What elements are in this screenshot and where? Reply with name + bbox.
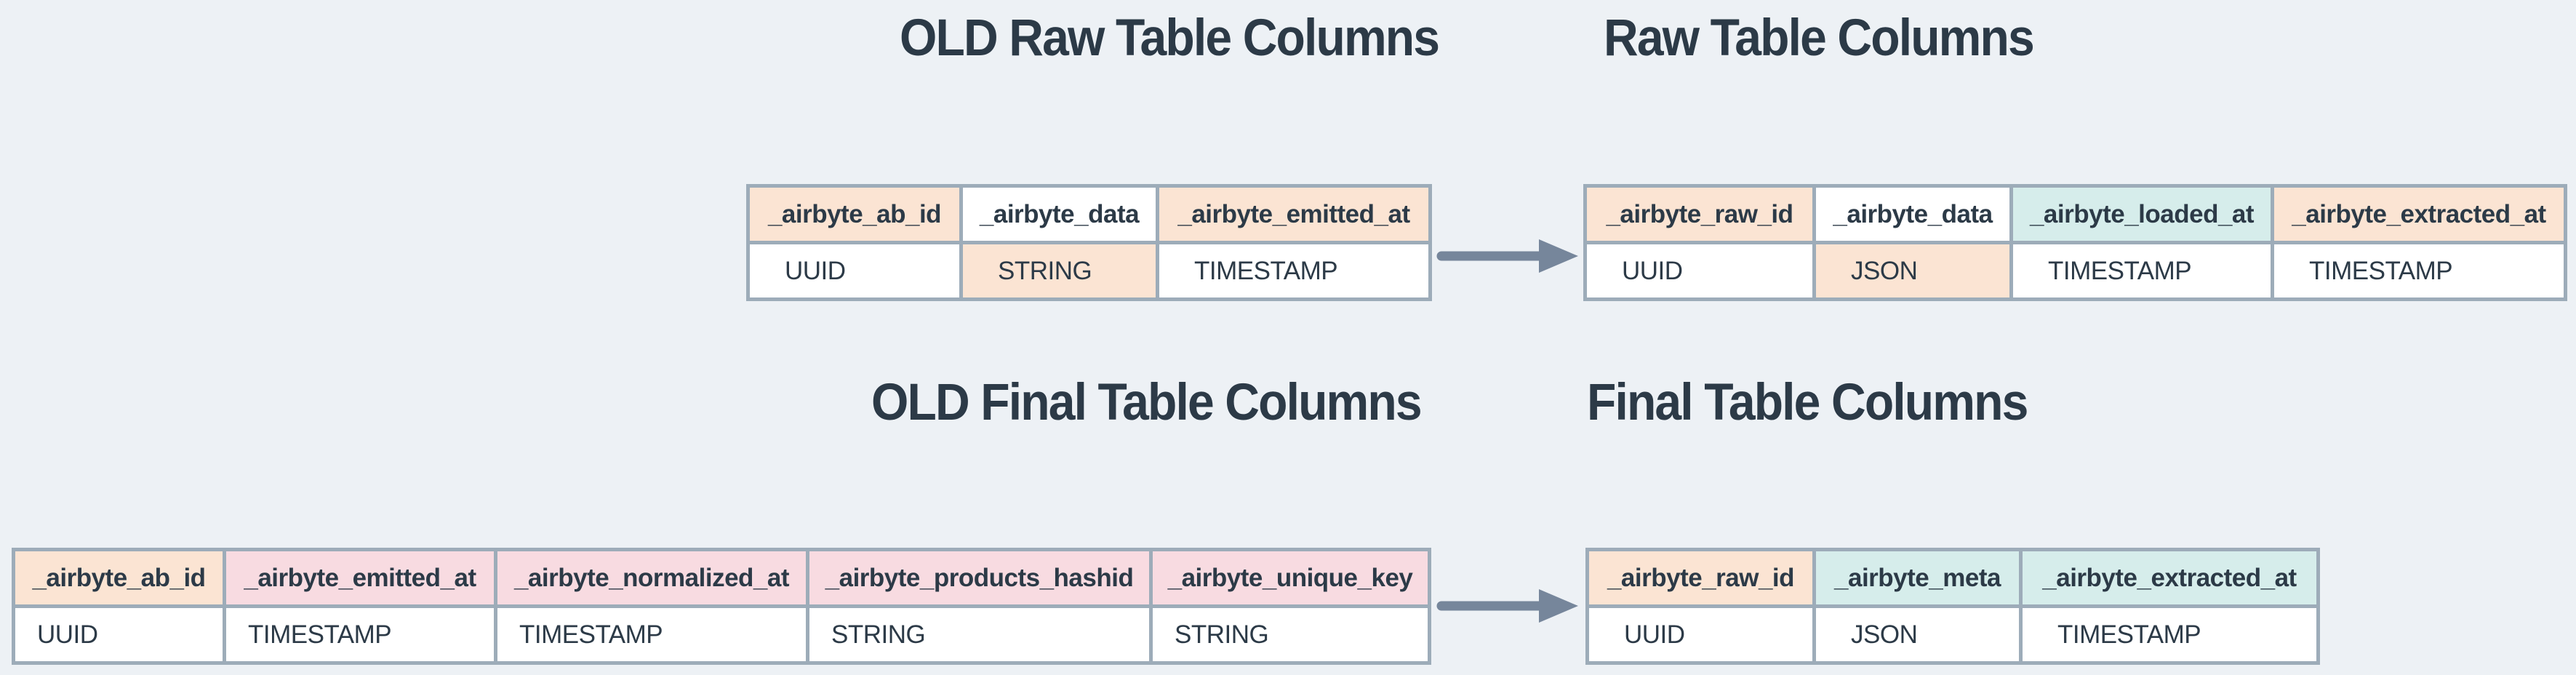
table-type-row: UUID JSON TIMESTAMP bbox=[1585, 604, 2320, 665]
column-type-cell: STRING bbox=[806, 604, 1153, 665]
column-header-cell: _airbyte_emitted_at bbox=[1156, 184, 1432, 244]
new-raw-table: _airbyte_raw_id _airbyte_data _airbyte_l… bbox=[1583, 184, 2567, 301]
old-raw-section-title: OLD Raw Table Columns bbox=[900, 9, 1440, 67]
new-final-table: _airbyte_raw_id _airbyte_meta _airbyte_e… bbox=[1585, 548, 2320, 665]
column-type-cell: TIMESTAMP bbox=[2009, 241, 2274, 301]
column-header-cell: _airbyte_normalized_at bbox=[494, 548, 809, 608]
column-type-cell: TIMESTAMP bbox=[2271, 241, 2567, 301]
column-type-cell: JSON bbox=[1812, 604, 2023, 665]
table-type-row: UUID TIMESTAMP TIMESTAMP STRING STRING bbox=[12, 604, 1431, 665]
column-header-cell: _airbyte_data bbox=[959, 184, 1159, 244]
old-raw-table: _airbyte_ab_id _airbyte_data _airbyte_em… bbox=[746, 184, 1432, 301]
arrow-right-icon bbox=[1436, 239, 1578, 273]
new-raw-section-title: Raw Table Columns bbox=[1604, 9, 2035, 67]
column-header-cell: _airbyte_extracted_at bbox=[2019, 548, 2320, 608]
old-final-table: _airbyte_ab_id _airbyte_emitted_at _airb… bbox=[12, 548, 1431, 665]
table-header-row: _airbyte_ab_id _airbyte_emitted_at _airb… bbox=[12, 548, 1431, 608]
column-header-cell: _airbyte_ab_id bbox=[746, 184, 963, 244]
new-final-section-title: Final Table Columns bbox=[1587, 374, 2028, 431]
column-type-cell: UUID bbox=[1585, 604, 1816, 665]
column-type-cell: TIMESTAMP bbox=[494, 604, 809, 665]
column-type-cell: JSON bbox=[1812, 241, 2013, 301]
column-type-cell: TIMESTAMP bbox=[223, 604, 497, 665]
column-header-cell: _airbyte_extracted_at bbox=[2271, 184, 2567, 244]
column-header-cell: _airbyte_unique_key bbox=[1149, 548, 1431, 608]
column-type-cell: TIMESTAMP bbox=[1156, 241, 1432, 301]
column-header-cell: _airbyte_meta bbox=[1812, 548, 2023, 608]
table-header-row: _airbyte_raw_id _airbyte_meta _airbyte_e… bbox=[1585, 548, 2320, 608]
column-header-cell: _airbyte_ab_id bbox=[12, 548, 226, 608]
column-header-cell: _airbyte_data bbox=[1812, 184, 2013, 244]
column-header-cell: _airbyte_raw_id bbox=[1583, 184, 1816, 244]
table-type-row: UUID STRING TIMESTAMP bbox=[746, 241, 1432, 301]
column-header-cell: _airbyte_loaded_at bbox=[2009, 184, 2274, 244]
column-header-cell: _airbyte_raw_id bbox=[1585, 548, 1816, 608]
old-final-section-title: OLD Final Table Columns bbox=[871, 374, 1423, 431]
column-header-cell: _airbyte_products_hashid bbox=[806, 548, 1153, 608]
column-header-cell: _airbyte_emitted_at bbox=[223, 548, 497, 608]
column-type-cell: UUID bbox=[1583, 241, 1816, 301]
table-header-row: _airbyte_ab_id _airbyte_data _airbyte_em… bbox=[746, 184, 1432, 244]
arrow-right-icon bbox=[1436, 589, 1578, 623]
column-type-cell: TIMESTAMP bbox=[2019, 604, 2320, 665]
column-type-cell: STRING bbox=[1149, 604, 1431, 665]
table-type-row: UUID JSON TIMESTAMP TIMESTAMP bbox=[1583, 241, 2567, 301]
column-type-cell: STRING bbox=[959, 241, 1159, 301]
column-type-cell: UUID bbox=[12, 604, 226, 665]
column-type-cell: UUID bbox=[746, 241, 963, 301]
table-header-row: _airbyte_raw_id _airbyte_data _airbyte_l… bbox=[1583, 184, 2567, 244]
